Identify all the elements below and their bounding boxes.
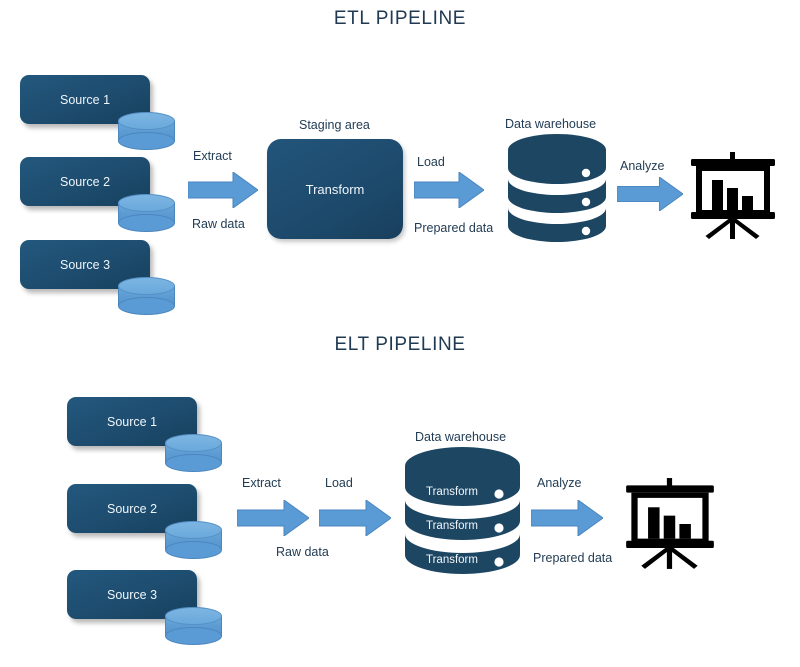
etl-source-3-label: Source 3 — [59, 257, 111, 272]
elt-warehouse-disc-2-label: Transform — [426, 520, 478, 532]
etl-analyze-label: Analyze — [620, 159, 665, 173]
etl-data-warehouse-caption: Data warehouse — [505, 117, 597, 131]
etl-source-1-database-cylinder-icon — [118, 112, 175, 150]
etl-transform-box[interactable]: Transform — [267, 139, 403, 239]
elt-data-warehouse-caption: Data warehouse — [415, 430, 507, 444]
elt-extract-label: Extract — [242, 476, 281, 490]
elt-source-1-label: Source 1 — [106, 414, 158, 429]
elt-source-3-database-cylinder-icon — [165, 607, 222, 645]
elt-analyze-label: Analyze — [537, 476, 582, 490]
etl-staging-area-caption: Staging area — [299, 118, 370, 132]
elt-prepared-data-label: Prepared data — [533, 551, 613, 565]
elt-load-label: Load — [325, 476, 353, 490]
etl-load-right-arrow-icon[interactable] — [414, 172, 484, 208]
etl-extract-right-arrow-icon[interactable] — [188, 172, 258, 208]
elt-warehouse-disc-1-label: Transform — [426, 486, 478, 498]
elt-warehouse-disc-3-label: Transform — [426, 554, 478, 566]
etl-analyze-right-arrow-icon[interactable] — [617, 177, 683, 211]
elt-source-2-label: Source 2 — [106, 501, 158, 516]
etl-presentation-chart-icon — [691, 152, 775, 239]
elt-presentation-chart-icon — [626, 478, 714, 569]
elt-analyze-right-arrow-icon[interactable] — [531, 500, 603, 536]
elt-pipeline-title: ELT PIPELINE — [334, 334, 466, 355]
elt-stacked-database-icon: Transform Transform Transform — [405, 447, 520, 575]
etl-source-2-label: Source 2 — [59, 174, 111, 189]
elt-load-right-arrow-icon[interactable] — [319, 500, 391, 536]
elt-source-2-database-cylinder-icon — [165, 521, 222, 559]
etl-load-label: Load — [417, 155, 445, 169]
etl-stacked-database-icon — [508, 134, 606, 242]
elt-source-3-label: Source 3 — [106, 587, 158, 602]
elt-raw-data-label: Raw data — [276, 545, 329, 559]
etl-source-1-label: Source 1 — [59, 92, 111, 107]
elt-extract-right-arrow-icon[interactable] — [237, 500, 309, 536]
etl-extract-label: Extract — [193, 149, 232, 163]
etl-transform-label: Transform — [305, 181, 365, 197]
etl-source-3-database-cylinder-icon — [118, 277, 175, 315]
elt-source-1-database-cylinder-icon — [165, 434, 222, 472]
etl-prepared-data-label: Prepared data — [414, 221, 494, 235]
etl-source-2-database-cylinder-icon — [118, 194, 175, 232]
etl-pipeline-title: ETL PIPELINE — [333, 8, 467, 29]
etl-raw-data-label: Raw data — [192, 217, 245, 231]
